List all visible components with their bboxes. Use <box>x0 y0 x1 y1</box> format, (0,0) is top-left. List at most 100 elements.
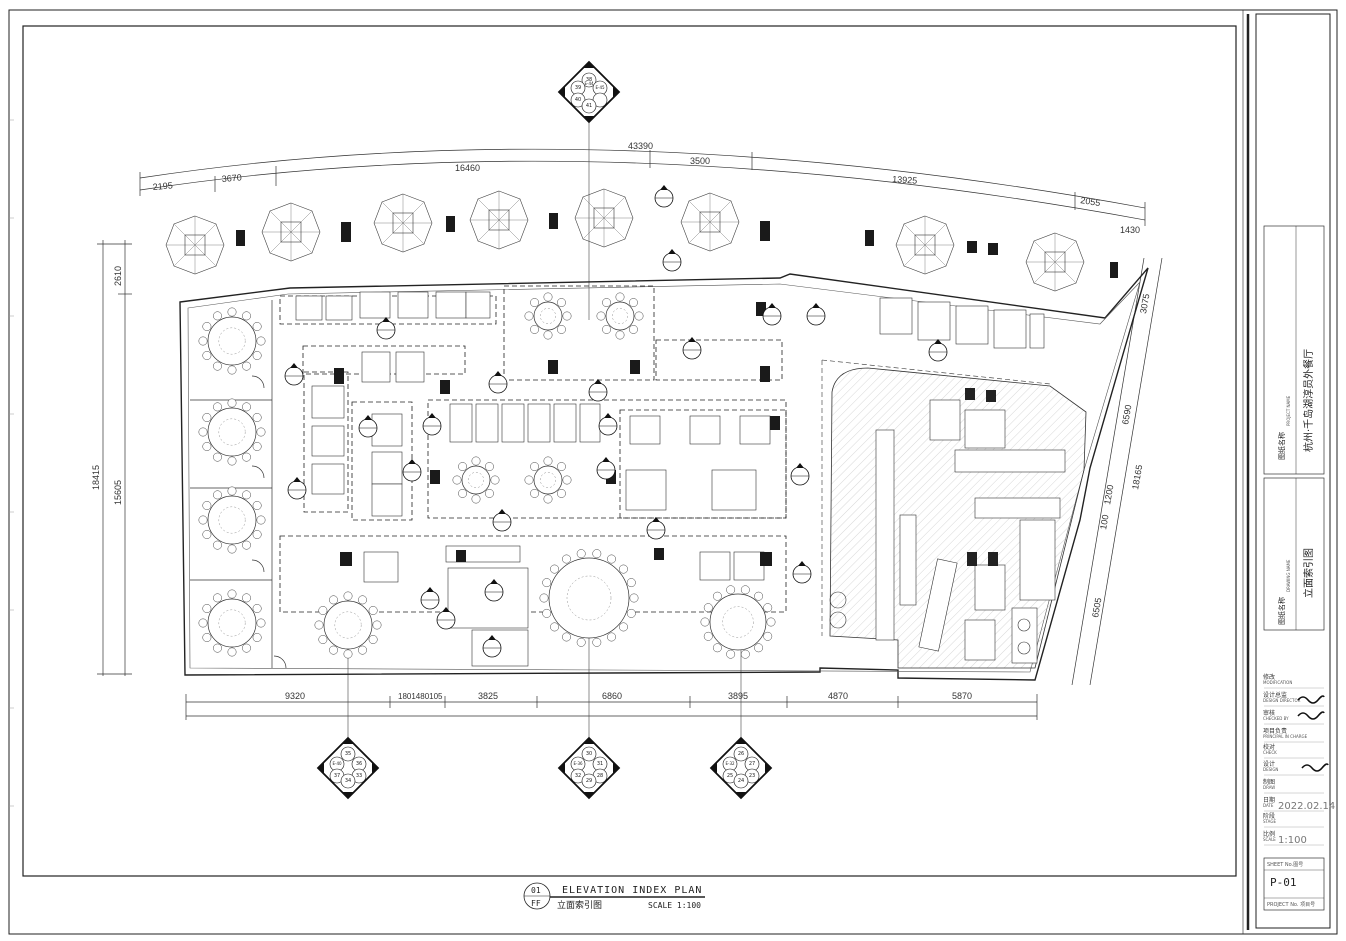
chair <box>530 488 540 498</box>
row-label-cn: 比例 <box>1263 830 1275 838</box>
project-label-en: PROJECT NAME <box>1286 395 1291 426</box>
round-table-window-2 <box>596 292 644 340</box>
chair <box>252 530 262 539</box>
chair <box>607 554 616 564</box>
marker-bc-n1: 30 <box>586 751 592 757</box>
chair <box>213 361 222 371</box>
row-label-cn: 设计总监 <box>1263 691 1287 699</box>
callout-arrow <box>428 413 436 418</box>
umbrella-table <box>165 215 225 275</box>
elevation-callout <box>488 371 508 394</box>
project-name: 杭州·千岛湖淳员外餐厅 <box>1302 349 1315 452</box>
umbrella-table-top <box>392 212 414 234</box>
callout-arrow <box>796 463 804 468</box>
chair <box>202 442 212 451</box>
callout-arrow <box>364 415 372 420</box>
chair <box>543 456 553 466</box>
callout-arrow <box>408 459 416 464</box>
row-label-en: DRAW <box>1263 785 1275 790</box>
chair <box>626 608 636 618</box>
marker-br-e1: E-32 <box>725 761 735 766</box>
chair <box>256 427 266 437</box>
chair <box>763 603 773 613</box>
elevation-callout <box>376 317 396 340</box>
chair <box>543 330 553 340</box>
dim-bottom-e: 3895 <box>728 691 748 701</box>
marker-top-n4: 40 <box>575 97 581 103</box>
marker-bl-e1: E-40 <box>332 761 342 766</box>
chair <box>198 515 208 525</box>
index-marker-bottom-left: 35 E-40 36 37 33 34 <box>316 736 380 800</box>
chair <box>539 593 549 603</box>
round-tables <box>198 292 776 659</box>
title-block: 图纸名称 PROJECT NAME 杭州·千岛湖淳员外餐厅 图纸名称 DRAWI… <box>1263 225 1335 911</box>
chair <box>703 631 713 641</box>
callout-arrow <box>490 579 498 584</box>
chair <box>543 494 553 504</box>
bottom-dimension-lines <box>185 694 1038 720</box>
round-table-window-1 <box>524 292 572 340</box>
dim-right-b: 6590 <box>1120 404 1133 425</box>
elevation-callout <box>682 337 702 360</box>
elevation-callout <box>928 339 948 362</box>
caption-title-en: ELEVATION INDEX PLAN <box>562 885 702 896</box>
chair <box>556 488 566 498</box>
callout-arrow <box>488 635 496 640</box>
callout-arrow <box>594 379 602 384</box>
row-label-en: DESIGN <box>1263 767 1278 772</box>
marker-br-n3: 25 <box>727 773 733 779</box>
table-top <box>207 316 257 366</box>
dim-left-a: 2610 <box>113 266 123 286</box>
callout-arrow <box>382 317 390 322</box>
elevation-callout <box>420 587 440 610</box>
chair <box>712 591 722 601</box>
dim-top-overall: 43390 <box>628 141 653 151</box>
marker-bl-n1: 35 <box>345 751 351 757</box>
chair <box>252 351 262 360</box>
dim-right-a: 3075 <box>1138 293 1151 314</box>
chair <box>726 585 736 595</box>
chair <box>343 591 353 601</box>
chair <box>458 462 468 472</box>
umbrella-table <box>1025 232 1085 292</box>
row-label-cn: 修改 <box>1263 673 1275 681</box>
chair <box>252 442 262 451</box>
callout-arrow <box>652 517 660 522</box>
chair <box>619 564 628 574</box>
elevation-callout <box>484 579 504 602</box>
row-label-en: CHECKED BY <box>1263 716 1289 721</box>
marker-br-n2: 27 <box>749 761 755 767</box>
umbrella-table-top <box>699 211 721 233</box>
elevation-callout <box>588 379 608 402</box>
chair <box>615 330 625 340</box>
callout-arrow <box>426 587 434 592</box>
chair <box>562 311 572 321</box>
chair <box>198 336 208 346</box>
callout-arrow <box>498 509 506 514</box>
chair <box>629 593 639 603</box>
chair <box>329 595 338 605</box>
marker-top-n2: 39 <box>575 85 581 91</box>
table-top <box>605 301 635 331</box>
chair <box>202 351 212 360</box>
chair <box>602 324 612 334</box>
marker-top-e2: E-45 <box>595 85 605 90</box>
chair <box>576 549 586 559</box>
table-top <box>548 557 630 639</box>
chair <box>602 298 612 308</box>
umbrella-rib <box>582 196 626 240</box>
caption-number: 01 <box>531 886 541 895</box>
round-table-room-5 <box>314 591 382 659</box>
elevation-callout <box>358 415 378 438</box>
caption-scale: SCALE 1:100 <box>648 901 701 910</box>
callout-arrow <box>660 185 668 190</box>
dim-top-d: 1430 <box>1120 225 1140 235</box>
dim-right-e: 6505 <box>1090 597 1103 618</box>
elevation-callout <box>436 607 456 630</box>
chair <box>530 462 540 472</box>
chair <box>726 649 736 659</box>
